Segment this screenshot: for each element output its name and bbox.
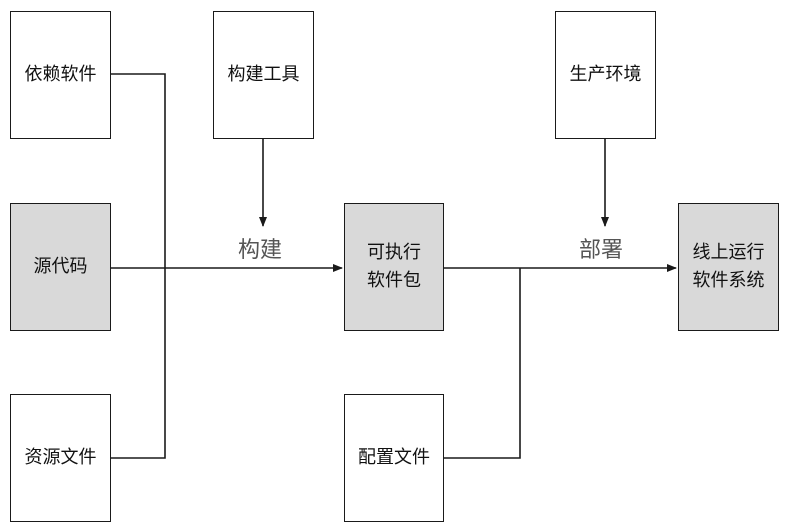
node-executable-package-label: 可执行 软件包: [367, 242, 421, 291]
node-source-code-label: 源代码: [33, 256, 88, 277]
node-source-code: 源代码: [10, 203, 111, 331]
node-online-system-label: 线上运行 软件系统: [692, 242, 765, 291]
node-production-env: 生产环境: [555, 11, 656, 139]
connector-resource-files: [111, 268, 166, 459]
node-resource-files-label: 资源文件: [24, 447, 97, 468]
node-executable-package: 可执行 软件包: [344, 203, 444, 331]
node-config-files: 配置文件: [344, 394, 444, 522]
node-config-files-label: 配置文件: [358, 447, 430, 468]
edge-label-deploy: 部署: [579, 238, 624, 263]
node-build-tools-label: 构建工具: [227, 64, 300, 85]
node-dependencies: 依赖软件: [10, 11, 111, 139]
node-production-env-label: 生产环境: [569, 64, 642, 85]
connector-config-files: [444, 268, 521, 459]
node-build-tools: 构建工具: [213, 11, 314, 139]
node-dependencies-label: 依赖软件: [24, 64, 97, 85]
connector-dependencies: [111, 73, 166, 268]
edge-label-build: 构建: [238, 238, 283, 263]
node-online-system: 线上运行 软件系统: [678, 203, 779, 331]
node-resource-files: 资源文件: [10, 394, 111, 522]
